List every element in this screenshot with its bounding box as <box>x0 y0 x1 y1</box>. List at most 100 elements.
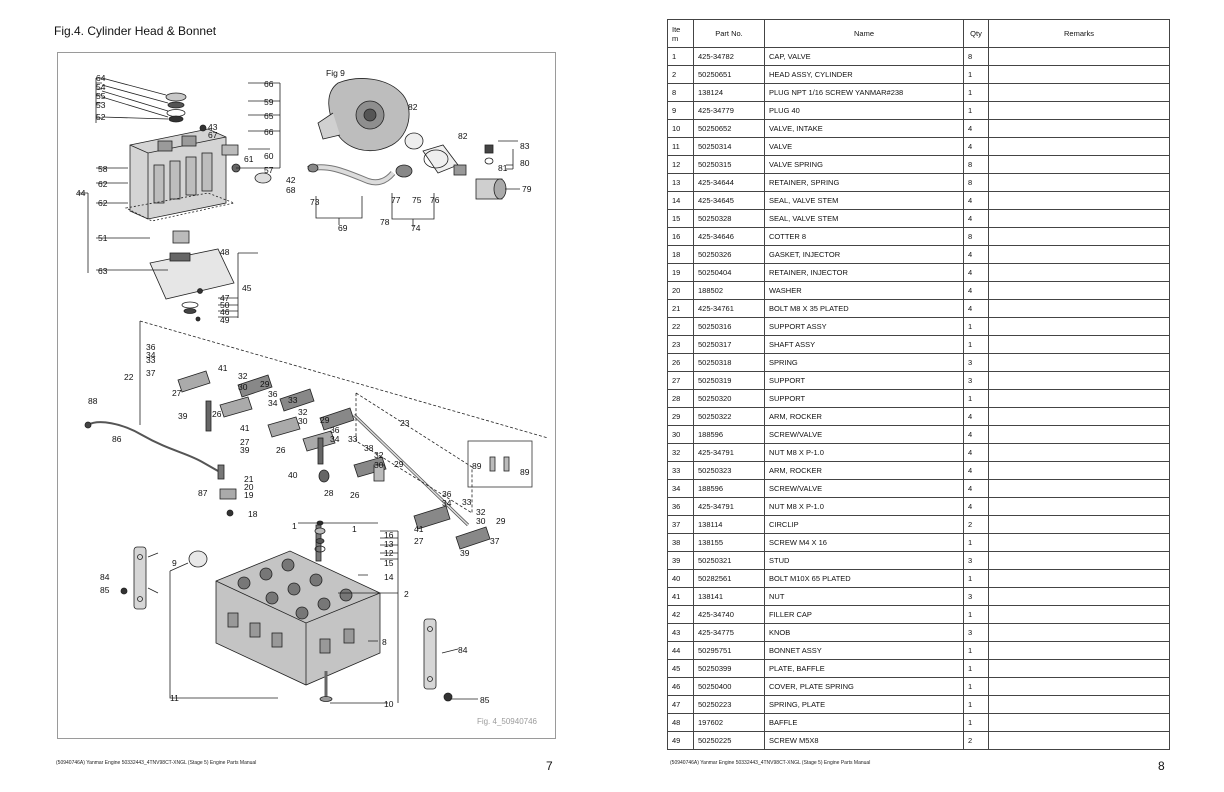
cell-item: 46 <box>667 677 694 696</box>
header-part-no: Part No. <box>693 19 765 48</box>
callout-79: 79 <box>522 184 532 194</box>
cell-qty: 1 <box>963 641 989 660</box>
callout-26-b: 26 <box>276 445 286 455</box>
cell-part-no: 197602 <box>693 713 765 732</box>
callout-41-b: 41 <box>240 423 250 433</box>
callout-10: 10 <box>384 699 394 709</box>
cell-item: 20 <box>667 281 694 300</box>
left-page: Fig.4. Cylinder Head & Bonnet <box>54 24 556 773</box>
callout-36-a: 36 <box>146 342 156 352</box>
cell-name: COTTER 8 <box>764 227 964 246</box>
callout-46: 46 <box>220 307 230 317</box>
cell-qty: 4 <box>963 137 989 156</box>
callout-33-a: 33 <box>146 355 156 365</box>
cell-qty: 2 <box>963 731 989 750</box>
cell-qty: 1 <box>963 65 989 84</box>
cell-qty: 4 <box>963 299 989 318</box>
cell-item: 1 <box>667 47 694 66</box>
cell-part-no: 50250223 <box>693 695 765 714</box>
cell-qty: 8 <box>963 155 989 174</box>
cell-remarks <box>988 713 1170 732</box>
callout-36-b: 36 <box>268 389 278 399</box>
callout-16: 16 <box>384 530 394 540</box>
callout-89-b: 89 <box>520 467 530 477</box>
cell-name: BONNET ASSY <box>764 641 964 660</box>
callout-39-b: 39 <box>240 445 250 455</box>
cell-part-no: 50250321 <box>693 551 765 570</box>
turbo-hose-assembly <box>307 78 507 200</box>
callout-44: 44 <box>76 188 86 198</box>
cell-name: CIRCLIP <box>764 515 964 534</box>
cell-remarks <box>988 659 1170 678</box>
exploded-parts-diagram: 64 54 55 53 52 66 59 65 66 43 67 60 61 5… <box>57 52 556 739</box>
cell-qty: 1 <box>963 317 989 336</box>
cell-part-no: 188596 <box>693 479 765 498</box>
cell-item: 38 <box>667 533 694 552</box>
cell-part-no: 188596 <box>693 425 765 444</box>
callout-33-c: 33 <box>348 434 358 444</box>
callout-48: 48 <box>220 247 230 257</box>
cell-item: 30 <box>667 425 694 444</box>
cell-part-no: 425-34779 <box>693 101 765 120</box>
callout-65: 65 <box>264 111 274 121</box>
callout-29-c: 29 <box>394 459 404 469</box>
callout-73: 73 <box>310 197 320 207</box>
callout-57: 57 <box>264 165 274 175</box>
callout-9: 9 <box>172 558 177 568</box>
callout-74: 74 <box>411 223 421 233</box>
cell-remarks <box>988 407 1170 426</box>
bonnet-assembly <box>124 92 272 222</box>
callout-85-b: 85 <box>480 695 490 705</box>
cell-qty: 3 <box>963 623 989 642</box>
cell-part-no: 50250326 <box>693 245 765 264</box>
cell-part-no: 425-34646 <box>693 227 765 246</box>
cell-remarks <box>988 389 1170 408</box>
cell-name: VALVE SPRING <box>764 155 964 174</box>
callout-77: 77 <box>391 195 401 205</box>
cell-qty: 4 <box>963 209 989 228</box>
callout-40: 40 <box>288 470 298 480</box>
cell-item: 28 <box>667 389 694 408</box>
cell-name: ARM, ROCKER <box>764 407 964 426</box>
cell-qty: 8 <box>963 227 989 246</box>
cell-part-no: 425-34791 <box>693 497 765 516</box>
callout-8: 8 <box>382 637 387 647</box>
cell-qty: 4 <box>963 191 989 210</box>
cell-remarks <box>988 173 1170 192</box>
cell-qty: 3 <box>963 371 989 390</box>
cell-item: 27 <box>667 371 694 390</box>
callout-51: 51 <box>98 233 108 243</box>
cell-item: 14 <box>667 191 694 210</box>
cell-name: VALVE <box>764 137 964 156</box>
cell-remarks <box>988 461 1170 480</box>
callout-29-a: 29 <box>260 379 270 389</box>
cell-name: BOLT M8 X 35 PLATED <box>764 299 964 318</box>
cell-qty: 8 <box>963 47 989 66</box>
cell-part-no: 425-34761 <box>693 299 765 318</box>
cell-name: PLUG 40 <box>764 101 964 120</box>
cell-item: 32 <box>667 443 694 462</box>
cell-remarks <box>988 605 1170 624</box>
right-footer: (50940746A) Yanmar Engine 50332443_4TNV9… <box>670 760 871 766</box>
cell-item: 2 <box>667 65 694 84</box>
callout-18: 18 <box>248 509 258 519</box>
callout-38: 38 <box>364 443 374 453</box>
callout-61: 61 <box>244 154 254 164</box>
cell-remarks <box>988 623 1170 642</box>
callout-62-a: 62 <box>98 179 108 189</box>
callout-78: 78 <box>380 217 390 227</box>
callout-68: 68 <box>286 185 296 195</box>
cell-item: 49 <box>667 731 694 750</box>
